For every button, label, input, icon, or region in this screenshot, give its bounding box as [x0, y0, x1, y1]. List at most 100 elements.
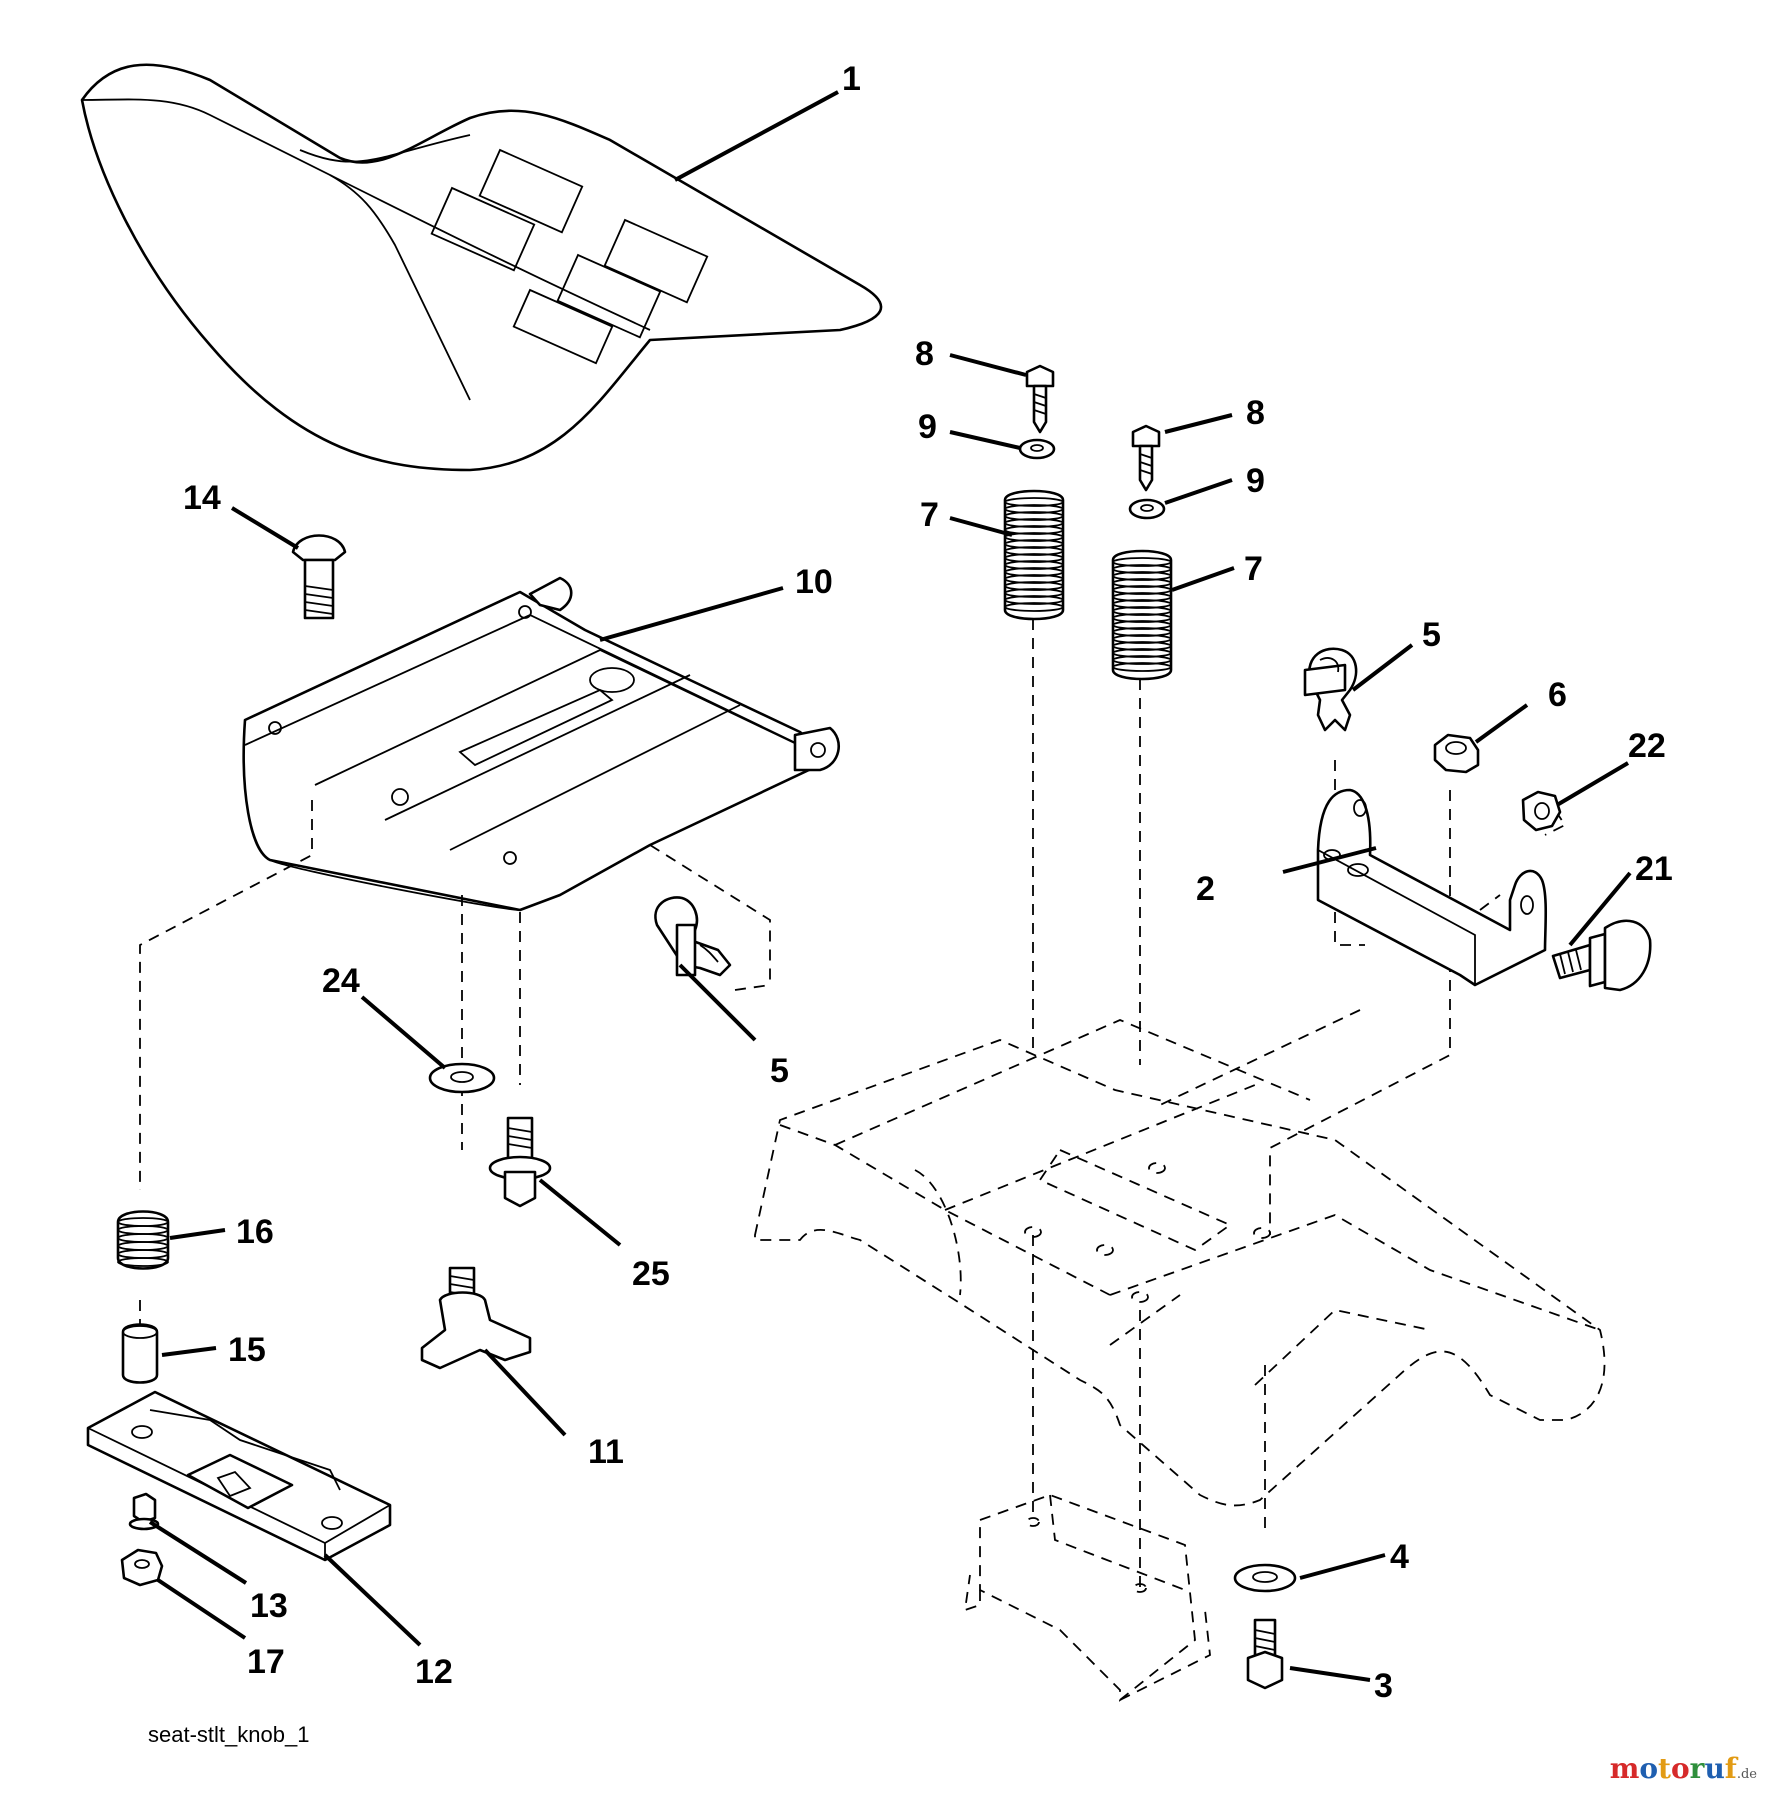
- spring-coil: [1112, 620, 1172, 630]
- watermark-letter: o: [1670, 1752, 1690, 1785]
- spring-coil: [1112, 634, 1172, 644]
- leader-8b: [1164, 413, 1233, 434]
- callout-7-right: 7: [1244, 550, 1263, 588]
- spring-coil: [1112, 655, 1172, 665]
- nut-part-22: [1521, 790, 1562, 832]
- callout-22: 22: [1628, 727, 1666, 765]
- spring-coil: [1004, 574, 1064, 584]
- callout-9-right: 9: [1246, 462, 1265, 500]
- leader-5a: [1351, 643, 1414, 692]
- callout-17: 17: [247, 1643, 285, 1681]
- watermark-letter: t: [1658, 1752, 1671, 1785]
- callout-3: 3: [1374, 1667, 1393, 1705]
- callout-24: 24: [322, 962, 360, 1000]
- clip-part-lower: [654, 896, 732, 977]
- callout-14: 14: [183, 479, 221, 517]
- callout-labels: 1 2 3 4 5 5 6 7 7 8 8 9 9 10 11 12 13 14…: [183, 60, 1673, 1705]
- callout-15: 15: [228, 1331, 266, 1369]
- callout-1: 1: [842, 60, 861, 98]
- watermark-letter: r: [1689, 1752, 1705, 1785]
- spring-coil: [1112, 627, 1172, 637]
- spring-coil: [1004, 497, 1064, 507]
- leader-8a: [949, 353, 1027, 377]
- carriage-bolt-part: [291, 534, 347, 620]
- leader-3: [1289, 1666, 1371, 1682]
- spring-coil: [1112, 578, 1172, 588]
- spacer-part: [121, 1323, 159, 1384]
- seat-pan-part: [242, 576, 840, 912]
- spring-coil: [1112, 662, 1172, 672]
- callout-6: 6: [1548, 676, 1567, 714]
- leader-10: [599, 586, 784, 642]
- washer-part-left: [1018, 438, 1056, 460]
- seat-part: [80, 63, 883, 472]
- spring-coil: [1004, 539, 1064, 549]
- spring-coil: [1004, 532, 1064, 542]
- flange-bolt-part: [488, 1116, 552, 1208]
- leader-14: [230, 506, 300, 550]
- clip-part-upper: [1303, 647, 1358, 732]
- spring-coil: [1004, 553, 1064, 563]
- spring-coil: [1112, 592, 1172, 602]
- callout-2: 2: [1196, 870, 1215, 908]
- callout-8-left: 8: [915, 335, 934, 373]
- spring-coil: [1004, 560, 1064, 570]
- callout-25: 25: [632, 1255, 670, 1293]
- leader-4: [1299, 1553, 1386, 1580]
- washer-part-4: [1233, 1563, 1297, 1593]
- leader-22: [1555, 761, 1630, 807]
- leader-21: [1568, 871, 1632, 947]
- watermark-letter: f: [1724, 1752, 1737, 1785]
- leader-16: [169, 1228, 226, 1240]
- leader-12: [323, 1553, 422, 1647]
- mounting-plate-part: [86, 1390, 392, 1562]
- leader-6: [1474, 703, 1529, 744]
- spring-coil: [1112, 564, 1172, 574]
- callout-5-upper: 5: [1422, 616, 1441, 654]
- screw-part-right: [1131, 424, 1161, 492]
- leader-24: [360, 995, 447, 1070]
- watermark-tld: .de: [1736, 1767, 1757, 1782]
- spring-coil: [1004, 546, 1064, 556]
- callout-9-left: 9: [918, 408, 937, 446]
- leader-7b: [1171, 566, 1235, 592]
- callout-4: 4: [1390, 1538, 1409, 1576]
- leader-2: [1282, 846, 1377, 874]
- shoulder-bolt-part: [1551, 919, 1652, 992]
- nut-part-6: [1433, 733, 1480, 774]
- spring-part-right: [1111, 549, 1173, 681]
- spring-coil: [1004, 511, 1064, 521]
- watermark-letter: m: [1609, 1752, 1640, 1785]
- callout-12: 12: [415, 1653, 453, 1691]
- diagram-code: seat-stlt_knob_1: [148, 1722, 310, 1747]
- leader-9b: [1164, 478, 1233, 505]
- bracket-part: [1316, 788, 1548, 987]
- spring-part-left: [1003, 489, 1065, 621]
- spring-coil: [1004, 504, 1064, 514]
- leader-13: [148, 1520, 248, 1585]
- leader-1: [674, 90, 839, 182]
- leader-lines: [148, 90, 1632, 1682]
- callout-5-lower: 5: [770, 1052, 789, 1090]
- spring-coil: [1004, 595, 1064, 605]
- leader-7a: [949, 516, 1013, 537]
- leader-14-17: [156, 1578, 247, 1640]
- small-spring-part: [116, 1210, 170, 1270]
- leader-5b: [678, 963, 757, 1042]
- spring-coil: [1112, 571, 1172, 581]
- leader-25: [538, 1178, 622, 1247]
- callout-8-right: 8: [1246, 394, 1265, 432]
- callout-7-left: 7: [920, 496, 939, 534]
- callout-13: 13: [250, 1587, 288, 1625]
- spring-coil: [1004, 581, 1064, 591]
- screw-part-left: [1025, 364, 1055, 434]
- spring-coil: [1112, 557, 1172, 567]
- callout-21: 21: [1635, 850, 1673, 888]
- leader-11: [483, 1348, 567, 1437]
- knob-part: [420, 1266, 532, 1370]
- watermark-logo: motoruf.de: [1610, 1752, 1757, 1785]
- fender-outline: [754, 1019, 1606, 1702]
- spring-coil: [1004, 518, 1064, 528]
- spring-coil: [117, 1257, 169, 1267]
